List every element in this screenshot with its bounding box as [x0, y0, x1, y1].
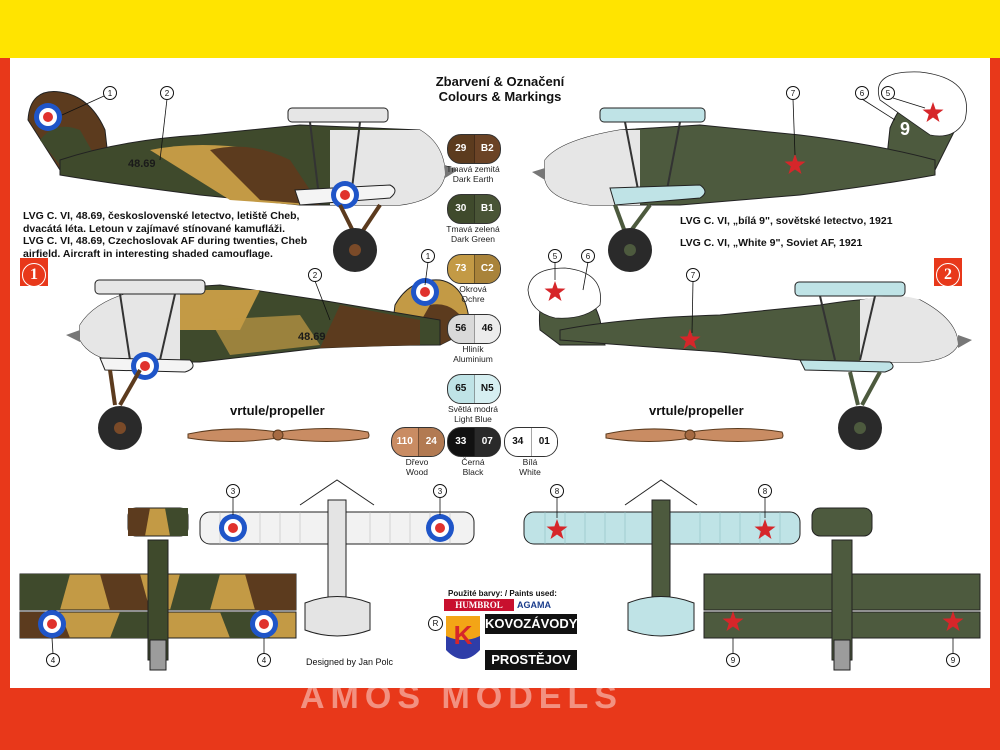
- scheme1-lower-plan-view: [19, 507, 297, 671]
- fuselage-code: 48.69: [128, 158, 156, 170]
- yellow-top-frame: [0, 0, 1000, 58]
- scheme-badge-2: 2: [934, 258, 962, 287]
- colour-swatch: 30 B1: [447, 194, 501, 224]
- swatch-code-agama: 01: [530, 428, 557, 456]
- swatch-code-humbrol: 65: [455, 383, 467, 394]
- title-czech: Zbarvení & Označení: [435, 74, 565, 89]
- colour-swatch: 73 C2: [447, 254, 501, 284]
- colour-swatch: 34 01: [504, 427, 558, 457]
- scheme-badge-1: 1: [20, 258, 48, 287]
- swatch-code-agama: B2: [473, 135, 500, 163]
- scheme2-upper-plan-view: [523, 479, 801, 637]
- swatch-code-agama: B1: [473, 195, 500, 223]
- callout-2: 2: [165, 89, 170, 98]
- propeller-left: [187, 428, 370, 442]
- scheme2-lower-plan-view: [703, 507, 981, 671]
- red-bottom-frame: [0, 688, 1000, 750]
- title-english: Colours & Markings: [438, 89, 562, 104]
- swatch-code-humbrol: 30: [455, 203, 467, 214]
- scheme1-left-profile: 48.69: [27, 86, 458, 272]
- tail-code: 9: [900, 119, 910, 139]
- swatch-code-agama: 46: [473, 315, 500, 343]
- callout-8: 8: [555, 487, 560, 496]
- callout-6: 6: [860, 89, 865, 98]
- colour-swatch: 33 07: [447, 427, 501, 457]
- propeller-label-right: vrtule/propeller: [649, 403, 744, 418]
- scheme1-description: LVG C. VI, 48.69, československé letectv…: [23, 210, 308, 260]
- callout-5b: 5: [553, 252, 558, 261]
- callout-9: 9: [731, 656, 736, 665]
- colour-swatch: 29 B2: [447, 134, 501, 164]
- humbrol-logo: HUMBROL: [444, 599, 514, 611]
- callout-4: 4: [51, 656, 56, 665]
- red-right-frame: [990, 58, 1000, 750]
- callout-3: 3: [231, 487, 236, 496]
- swatch-code-agama: 07: [473, 428, 500, 456]
- colour-swatch: 56 46: [447, 314, 501, 344]
- swatch-code-humbrol: 33: [455, 436, 467, 447]
- designer-credit: Designed by Jan Polc: [306, 657, 394, 667]
- roundel-icon: [34, 103, 62, 131]
- callout-5: 5: [886, 89, 891, 98]
- tail-code-2: 9: [576, 296, 586, 316]
- swatch-code-agama: C2: [473, 255, 500, 283]
- paints-used-label: Použité barvy: / Paints used:: [448, 589, 557, 598]
- colour-swatch: 65 N5: [447, 374, 501, 404]
- callout-7: 7: [791, 89, 796, 98]
- swatch-code-humbrol: 110: [396, 436, 413, 447]
- colour-swatch: 110 24: [391, 427, 445, 457]
- propeller-right: [605, 428, 784, 442]
- swatch-code-agama: N5: [473, 375, 500, 403]
- k-logo-icon: K: [446, 616, 480, 659]
- swatch-code-humbrol: 34: [512, 436, 524, 447]
- wing-roundel-icon: [331, 181, 359, 209]
- callout-3b: 3: [438, 487, 443, 496]
- swatch-code-humbrol: 73: [455, 263, 467, 274]
- scheme1-right-profile: 48.69: [66, 249, 471, 450]
- scheme1-upper-plan-view: [199, 479, 475, 637]
- swatch-code-humbrol: 29: [455, 143, 467, 154]
- callout-7b: 7: [691, 271, 696, 280]
- propeller-label-left: vrtule/propeller: [230, 403, 325, 418]
- prostejov-label: PROSTĚJOV: [485, 650, 577, 670]
- fuselage-code-2: 48.69: [298, 331, 326, 343]
- callout-9b: 9: [951, 656, 956, 665]
- agama-logo: AGAMA: [517, 600, 551, 610]
- red-left-frame: [0, 58, 10, 750]
- callout-6b: 6: [586, 252, 591, 261]
- k-logo-letter: K: [454, 620, 473, 650]
- swatch-code-humbrol: 56: [455, 323, 467, 334]
- swatch-code-agama: 24: [417, 428, 444, 456]
- scheme2-right-profile: 9: [527, 249, 972, 450]
- scheme2-left-profile: 9: [532, 71, 967, 272]
- callout-2b: 2: [313, 271, 318, 280]
- callout-1b: 1: [426, 252, 431, 261]
- callout-8b: 8: [763, 487, 768, 496]
- registered-mark: R: [428, 616, 443, 631]
- kovozavody-label: KOVOZÁVODY: [485, 614, 577, 634]
- callout-1: 1: [108, 89, 113, 98]
- page-title: Zbarvení & Označení Colours & Markings: [400, 74, 600, 104]
- kovozavody-k-logo: K: [444, 614, 482, 668]
- scheme2-description: LVG C. VI, „bílá 9", sovětské letectvo, …: [680, 215, 893, 249]
- callout-4b: 4: [262, 656, 267, 665]
